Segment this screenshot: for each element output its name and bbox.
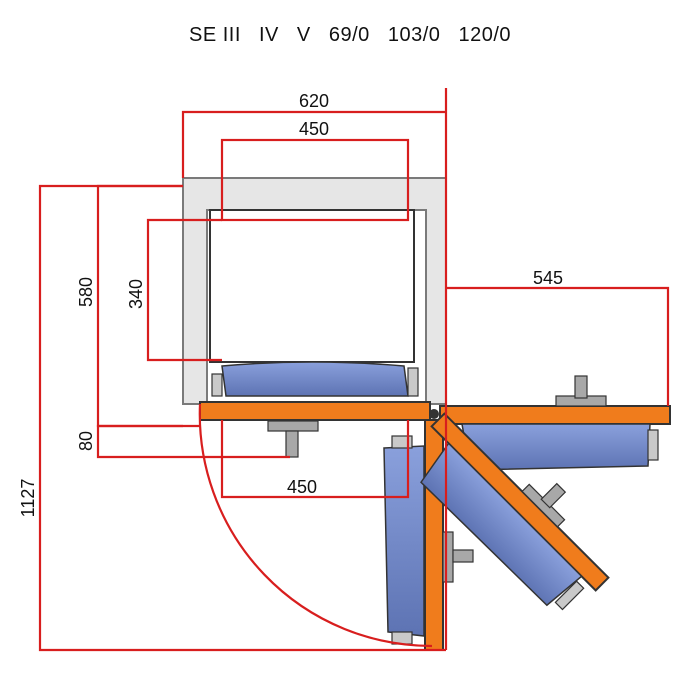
right-mount-screw-icon [555, 375, 607, 407]
dim-line-545 [446, 286, 670, 406]
dim-label-620: 620 [299, 91, 329, 111]
diagonal-assembly [420, 412, 610, 611]
left-mount-screw-icon [267, 420, 319, 458]
upper-tray [211, 361, 419, 397]
diagonal-mount-screw-icon [521, 482, 567, 528]
vertical-tray [383, 435, 425, 645]
title-size-120: 120/0 [458, 24, 512, 46]
cabinet-frame [182, 177, 447, 405]
dim-label-340: 340 [126, 279, 146, 309]
vertical-mount-screw-icon [442, 531, 474, 583]
hinge-pivot-icon [429, 409, 439, 419]
title-size-103: 103/0 [387, 24, 441, 46]
diagram-title: SE III IV V 69/0 103/0 120/0 [0, 24, 700, 47]
dim-label-545: 545 [533, 268, 563, 288]
dim-label-1127: 1127 [18, 479, 38, 518]
dim-line-450-top [220, 138, 410, 222]
dim-label-580: 580 [76, 277, 96, 307]
diagonal-tray [420, 442, 583, 607]
cabinet-opening [209, 209, 415, 363]
dim-label-450-bottom: 450 [287, 477, 317, 497]
title-variant-iv: IV [258, 24, 279, 46]
dim-label-450-top: 450 [299, 119, 329, 139]
right-shelf [439, 405, 671, 425]
left-shelf [199, 401, 431, 421]
dim-line-1127 [38, 184, 446, 652]
right-tray [461, 423, 659, 471]
dimension-lines [38, 88, 670, 652]
dim-label-80: 80 [76, 431, 96, 451]
dim-line-450-bottom [220, 420, 410, 499]
tray-bracket-right [407, 367, 419, 397]
swing-arc [198, 403, 433, 648]
title-size-69: 69/0 [328, 24, 370, 46]
title-variant-v: V [296, 24, 311, 46]
dim-line-80 [96, 424, 290, 459]
dim-line-620 [181, 110, 446, 178]
title-model: SE III [188, 24, 241, 46]
dim-line-340 [146, 218, 222, 362]
tray-bracket-left [211, 373, 223, 397]
